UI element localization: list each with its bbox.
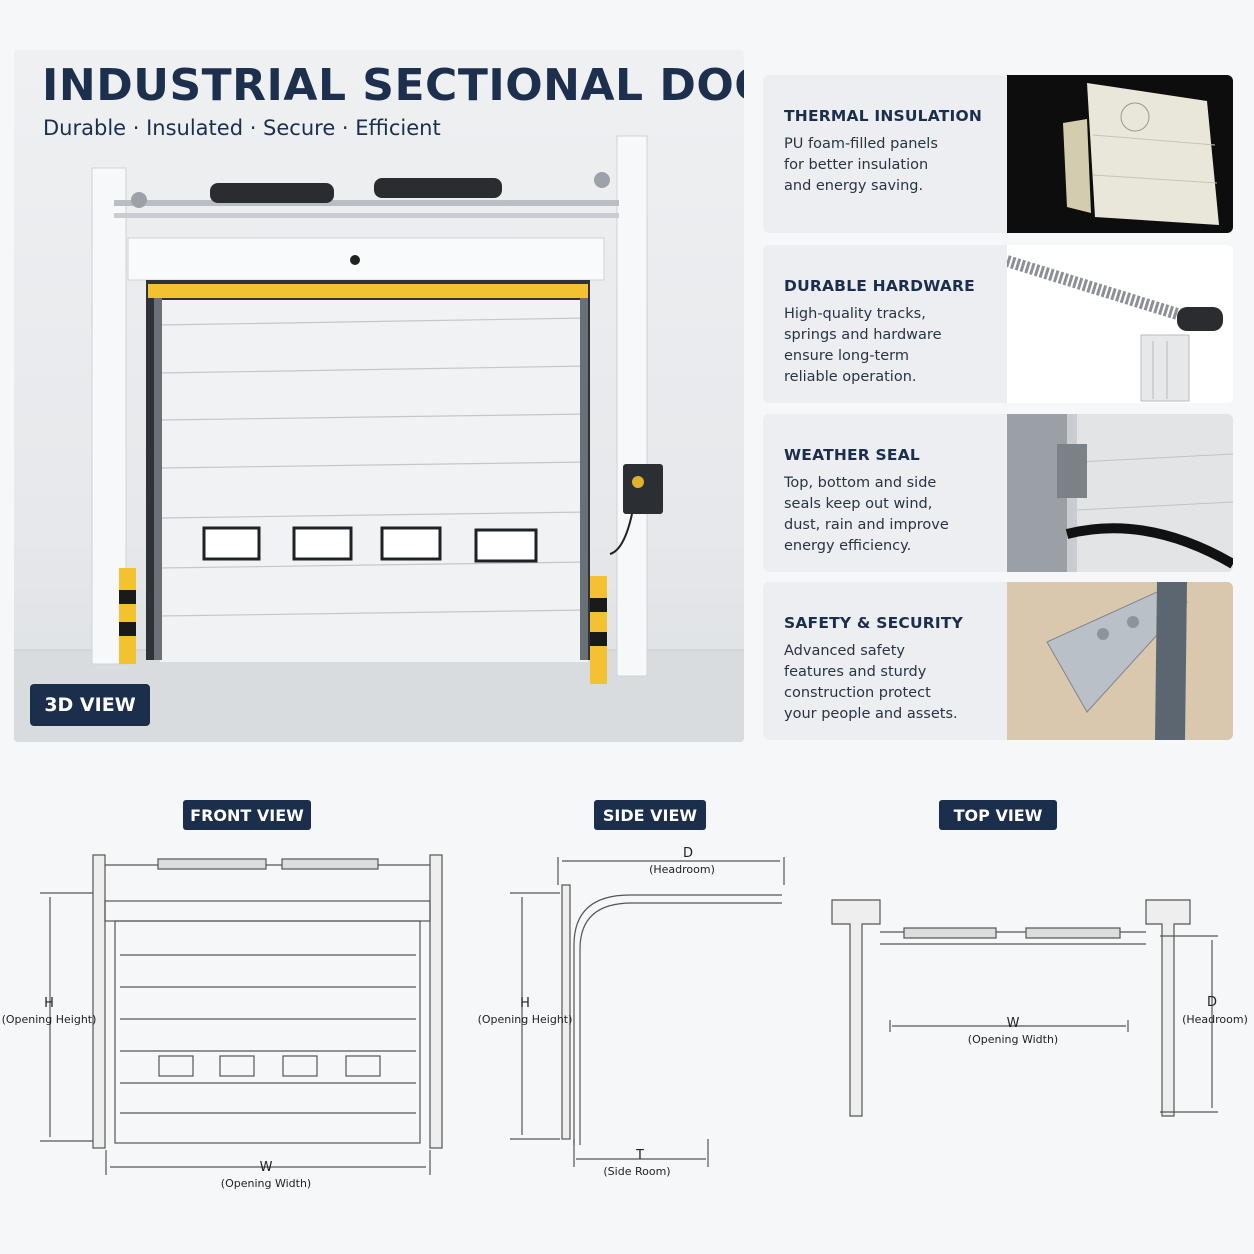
top-d-desc: (Headroom): [1182, 1013, 1248, 1026]
safety-bracket-image: [1007, 582, 1233, 740]
front-w-label: W: [260, 1160, 273, 1175]
side-view-badge: SIDE VIEW: [594, 800, 706, 830]
feature-card-thermal-insulation: THERMAL INSULATION PU foam-filled panels…: [763, 75, 1233, 233]
feature-card-durable-hardware: DURABLE HARDWARE High-quality tracks,spr…: [763, 245, 1233, 403]
page-subtitle: Durable · Insulated · Secure · Efficient: [43, 116, 441, 140]
3d-view-badge: 3D VIEW: [30, 684, 150, 726]
feature-title: THERMAL INSULATION: [784, 107, 983, 125]
side-t-desc: (Side Room): [603, 1165, 670, 1178]
door-3d-illustration: [14, 135, 744, 742]
top-view-badge: TOP VIEW: [939, 800, 1057, 830]
top-view-drawing: W (Opening Width) D (Headroom): [831, 899, 1248, 1117]
feature-title: SAFETY & SECURITY: [784, 614, 964, 632]
hero-3d-view: INDUSTRIAL SECTIONAL DOOR Durable · Insu…: [14, 50, 744, 742]
insulated-panel-image: [1007, 75, 1233, 233]
front-view-badge: FRONT VIEW: [183, 800, 311, 830]
top-w-desc: (Opening Width): [968, 1033, 1058, 1046]
feature-title: WEATHER SEAL: [784, 446, 920, 464]
feature-description: High-quality tracks,springs and hardware…: [784, 306, 942, 385]
side-t-label: T: [635, 1148, 644, 1163]
page-title: INDUSTRIAL SECTIONAL DOOR: [42, 60, 744, 111]
top-w-label: W: [1007, 1016, 1020, 1031]
front-h-label: H: [44, 996, 54, 1011]
side-h-desc: (Opening Height): [478, 1013, 573, 1026]
spring-hardware-image: [1007, 245, 1233, 403]
front-view-drawing: H (Opening Height) W (Opening Width): [2, 854, 443, 1190]
front-w-desc: (Opening Width): [221, 1177, 311, 1190]
front-h-desc: (Opening Height): [2, 1013, 97, 1026]
side-view-drawing: D (Headroom) H (Opening Height) T (Side …: [478, 846, 785, 1178]
side-h-label: H: [520, 996, 530, 1011]
feature-title: DURABLE HARDWARE: [784, 277, 975, 295]
weather-seal-image: [1007, 414, 1233, 572]
top-d-label: D: [1207, 995, 1217, 1010]
side-d-label: D: [683, 846, 693, 861]
side-d-desc: (Headroom): [649, 863, 715, 876]
